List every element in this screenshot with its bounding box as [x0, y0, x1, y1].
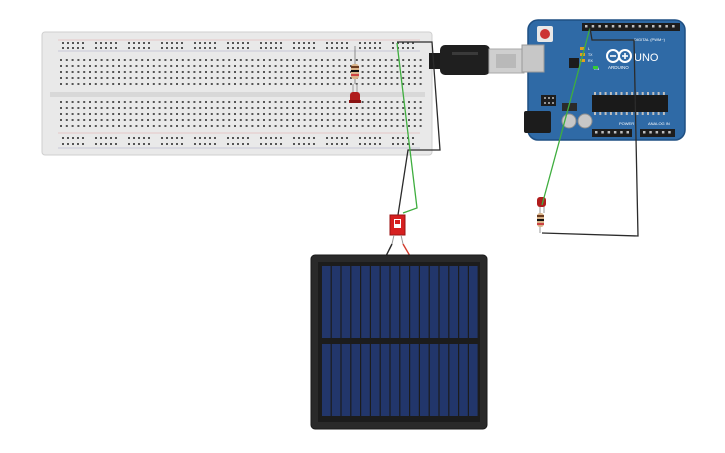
- l-label: L: [588, 47, 590, 51]
- analog-label: ANALOG IN: [648, 121, 670, 126]
- wire-red: [402, 243, 411, 257]
- icsp-header: [541, 95, 556, 106]
- reset-button[interactable]: [540, 29, 550, 39]
- digital-label: DIGITAL (PWM~): [634, 37, 666, 42]
- arduino-uno-board[interactable]: UNO ARDUINO DIGITAL (PWM~) POWER ANALOG …: [521, 19, 686, 141]
- solar-cells: [322, 266, 478, 416]
- board-model: UNO: [634, 52, 659, 64]
- solar-panel[interactable]: [310, 254, 488, 430]
- wire-black: [385, 243, 393, 257]
- breadboard-holes: [60, 42, 422, 145]
- slide-switch[interactable]: [389, 214, 406, 245]
- chip-pins: [594, 92, 665, 115]
- wire-green[interactable]: [396, 42, 418, 214]
- digital-header[interactable]: [582, 23, 680, 31]
- usb-cable[interactable]: [429, 45, 525, 75]
- wire-green[interactable]: [541, 27, 591, 206]
- digital-pins: [585, 25, 675, 28]
- tx-label: TX: [588, 53, 593, 57]
- power-header[interactable]: [592, 129, 632, 137]
- breadboard[interactable]: [41, 31, 433, 156]
- power-label: POWER: [619, 121, 634, 126]
- arduino-logo: [606, 49, 632, 63]
- board-brand: ARDUINO: [608, 65, 629, 70]
- red-led[interactable]: [537, 197, 546, 215]
- red-led[interactable]: [349, 84, 361, 103]
- bottom-pins: [595, 131, 671, 134]
- wire-black[interactable]: [541, 27, 639, 237]
- rx-label: RX: [588, 59, 594, 63]
- resistor[interactable]: [537, 213, 544, 233]
- wire-black[interactable]: [397, 41, 441, 216]
- resistor[interactable]: [351, 46, 359, 84]
- wires: [396, 27, 639, 237]
- atmega-chip: [592, 95, 668, 112]
